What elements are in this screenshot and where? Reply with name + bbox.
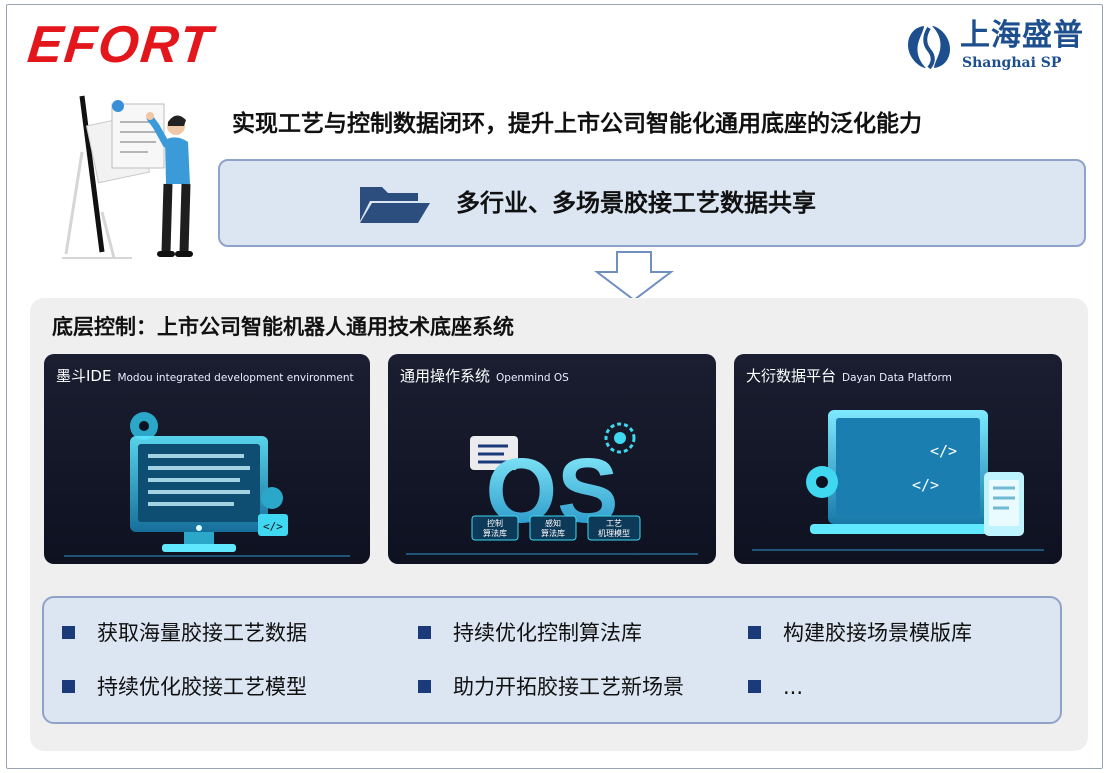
card-title-en: Openmind OS xyxy=(496,372,569,384)
shanghai-sp-name-en: Shanghai SP xyxy=(962,55,1062,71)
os-modules: 控制 算法库 感知 算法库 工艺 机理模型 xyxy=(471,515,641,541)
panel-title: 底层控制：上市公司智能机器人通用技术底座系统 xyxy=(52,315,514,339)
monitor-code-icon: </> xyxy=(64,412,350,557)
square-bullet-icon xyxy=(748,680,761,693)
card-title-en: Modou integrated development environment xyxy=(117,372,354,384)
card-title-en: Dayan Data Platform xyxy=(842,372,952,384)
module-label: 感知 xyxy=(545,518,561,528)
card-modou-ide: 墨斗IDE Modou integrated development enviro… xyxy=(44,354,370,564)
laptop-code-icon: </> </> xyxy=(752,410,1044,551)
card-title: 大衍数据平台 Dayan Data Platform xyxy=(746,364,952,390)
square-bullet-icon xyxy=(62,626,75,639)
shanghai-sp-mark-icon xyxy=(908,26,950,70)
list-item: ... xyxy=(748,672,803,702)
list-item: 构建胶接场景模版库 xyxy=(748,618,972,648)
svg-text:</>: </> xyxy=(263,520,283,533)
svg-text:</>: </> xyxy=(912,476,939,494)
square-bullet-icon xyxy=(418,626,431,639)
module-label: 算法库 xyxy=(483,528,507,538)
card-title: 通用操作系统 Openmind OS xyxy=(400,364,569,390)
module-label: 机理模型 xyxy=(598,528,630,538)
headline: 实现工艺与控制数据闭环，提升上市公司智能化通用底座的泛化能力 xyxy=(232,111,922,137)
card-title-cn: 墨斗IDE xyxy=(56,367,112,385)
data-sharing-text: 多行业、多场景胶接工艺数据共享 xyxy=(456,189,816,217)
benefits-list: 获取海量胶接工艺数据 持续优化控制算法库 构建胶接场景模版库 持续优化胶接工艺模… xyxy=(42,596,1062,724)
list-item: 持续优化胶接工艺模型 xyxy=(62,672,307,702)
os-icon: OS 控制 算法库 感知 算法库 工艺 机理模型 xyxy=(406,422,698,555)
svg-text:</>: </> xyxy=(930,442,957,460)
square-bullet-icon xyxy=(62,680,75,693)
card-title-cn: 通用操作系统 xyxy=(400,367,491,385)
card-title: 墨斗IDE Modou integrated development enviro… xyxy=(56,364,354,390)
person-with-board-illustration xyxy=(62,95,193,259)
card-title-cn: 大衍数据平台 xyxy=(746,367,837,385)
folder-icon xyxy=(360,187,430,223)
module-label: 算法库 xyxy=(541,528,565,538)
down-arrow-icon xyxy=(594,251,674,302)
list-item: 持续优化控制算法库 xyxy=(418,618,642,648)
data-sharing-box: 多行业、多场景胶接工艺数据共享 xyxy=(218,159,1086,247)
module-label: 工艺 xyxy=(606,519,622,528)
list-item: 获取海量胶接工艺数据 xyxy=(62,618,307,648)
card-dayan-data-platform: 大衍数据平台 Dayan Data Platform </> </> xyxy=(734,354,1062,564)
bottom-control-panel: 底层控制：上市公司智能机器人通用技术底座系统 墨斗IDE Modou integr… xyxy=(30,298,1088,751)
slide-frame xyxy=(6,4,1103,769)
square-bullet-icon xyxy=(418,680,431,693)
shanghai-sp-logo: 上海盛普 Shanghai SP xyxy=(902,18,1092,76)
list-item: 助力开拓胶接工艺新场景 xyxy=(418,672,684,702)
module-label: 控制 xyxy=(487,518,503,528)
square-bullet-icon xyxy=(748,626,761,639)
shanghai-sp-name-cn: 上海盛普 xyxy=(960,18,1084,53)
efort-logo: EFORT xyxy=(24,16,217,74)
